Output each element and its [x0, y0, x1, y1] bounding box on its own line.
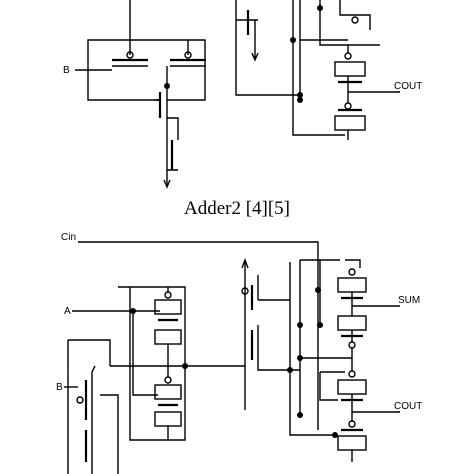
top-mid-arrow	[251, 50, 259, 62]
bot-right-bubble-3	[348, 370, 356, 378]
top-right-bubble-2	[344, 102, 352, 110]
bot-right-bubble-4	[348, 420, 356, 428]
bot-node-f	[297, 412, 303, 418]
bot-node-a	[315, 287, 321, 293]
bot-mid-arrow	[241, 258, 249, 269]
top-node-2	[317, 5, 323, 11]
top-right-bubble-1	[344, 52, 352, 60]
bot-mid-channels	[257, 275, 290, 350]
top-b-label: B	[63, 65, 70, 76]
bot-left-tbox-4	[154, 411, 182, 427]
bot-left-tbox-2	[154, 329, 182, 345]
top-pmos-bubble-2	[184, 51, 192, 59]
top-schematic	[75, 0, 400, 189]
bot-a-branch	[132, 311, 158, 396]
bot-right-tbox-2	[337, 315, 367, 331]
bot-right-cell1-wires	[345, 259, 400, 358]
bot-left-frame	[118, 286, 186, 441]
top-nmos-gates	[158, 92, 174, 170]
bot-right-tbox-1	[337, 277, 367, 293]
bot-node-b	[297, 322, 303, 328]
bot-left-tbox-1	[154, 299, 182, 315]
top-node-5	[297, 97, 303, 103]
bot-cin-wire	[78, 241, 319, 430]
top-right-tbox-1	[334, 61, 366, 77]
bot-mid-out	[257, 350, 300, 371]
bot-node-g	[332, 432, 338, 438]
top-right-bubble-0	[351, 16, 359, 24]
top-ground-arrow	[163, 179, 171, 189]
bot-right-tbox-3	[337, 379, 367, 395]
bot-b-label: B	[56, 382, 63, 393]
bot-right-bubble-2	[348, 341, 356, 349]
bot-cin-label: Cin	[61, 232, 76, 243]
top-mid-frame	[235, 0, 300, 96]
bot-left-bubble-2	[164, 376, 172, 384]
bot-b-bubble	[76, 396, 84, 404]
top-left-rail	[87, 0, 160, 101]
bot-right-rails	[289, 259, 340, 436]
top-right-wires	[347, 45, 400, 140]
bot-right-bubble-1	[348, 268, 356, 276]
top-right-rails	[292, 0, 380, 136]
top-node-1	[164, 83, 170, 89]
figure-caption: Adder2 [4][5]	[184, 198, 290, 219]
top-pmos-bubble-1	[126, 51, 134, 59]
bot-cout-label: COUT	[394, 401, 422, 412]
bot-node-d	[287, 367, 293, 373]
top-nmos-channels	[154, 99, 179, 171]
top-right-tbox-2	[334, 115, 366, 131]
bot-left-bubble-1	[164, 291, 172, 299]
bot-a-label: A	[64, 306, 71, 317]
top-node-4	[297, 92, 303, 98]
bot-right-misc	[319, 371, 345, 401]
bot-node-c	[317, 322, 323, 328]
top-right-topcell	[339, 0, 371, 30]
bot-b-stack	[67, 339, 111, 474]
bot-mid-bubble	[241, 287, 249, 295]
bot-right-tbox-4	[337, 435, 367, 451]
bot-b-tail	[100, 394, 119, 474]
bot-sum-label: SUM	[398, 295, 420, 306]
top-node-3	[290, 37, 296, 43]
bot-right-cell2-wires	[300, 357, 400, 462]
top-cout-label: COUT	[394, 81, 422, 92]
bot-left-tbox-3	[154, 384, 182, 400]
bottom-schematic	[64, 241, 400, 474]
